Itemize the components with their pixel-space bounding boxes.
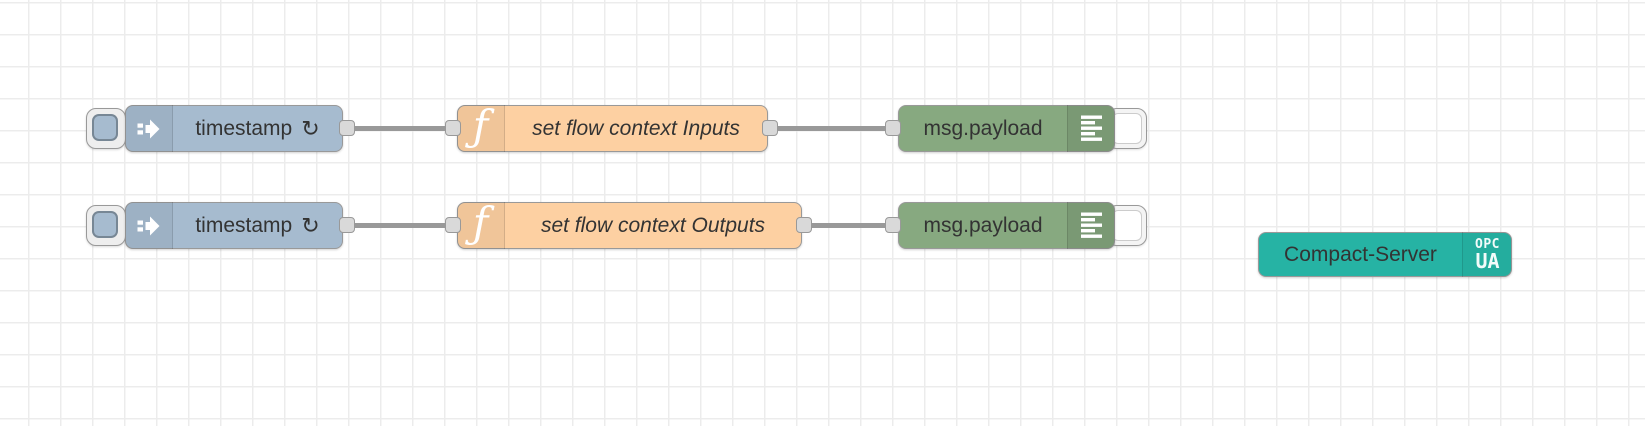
wire-inject2-function2[interactable] — [347, 223, 453, 228]
inject-arrow-icon — [125, 105, 173, 152]
debug2-input-port[interactable] — [885, 217, 901, 233]
function-node-body[interactable]: ƒ set flow context Outputs — [457, 201, 802, 249]
repeat-interval-icon: ↻ — [301, 212, 320, 238]
inject-node-label: timestamp↻ — [195, 115, 320, 141]
inject-trigger-button-face — [92, 114, 118, 141]
function2-input-port[interactable] — [445, 217, 461, 233]
opcua-server-node-label: Compact-Server — [1284, 242, 1437, 266]
function-node-label: set flow context Inputs — [532, 116, 740, 140]
inject-node-label: timestamp↻ — [195, 212, 320, 238]
inject-node-body[interactable]: timestamp↻ — [125, 105, 343, 152]
inject-node-body[interactable]: timestamp↻ — [125, 202, 343, 249]
debug-node-body[interactable]: msg.payload — [898, 105, 1115, 152]
debug-node-label: msg.payload — [923, 116, 1043, 140]
inject-arrow-icon — [125, 202, 173, 249]
function-icon: ƒ — [457, 201, 505, 249]
opcua-server-node-body[interactable]: Compact-Server OPC UA — [1258, 232, 1512, 277]
inject-trigger-button[interactable] — [86, 205, 126, 246]
function-icon: ƒ — [457, 104, 505, 152]
debug-output-lines-icon — [1067, 202, 1115, 249]
wire-function1-debug1[interactable] — [770, 126, 893, 131]
debug1-input-port[interactable] — [885, 120, 901, 136]
debug-node-body[interactable]: msg.payload — [898, 202, 1115, 249]
wire-function2-debug2[interactable] — [804, 223, 893, 228]
debug-enable-toggle-face — [1112, 113, 1142, 144]
function-node-label: set flow context Outputs — [540, 213, 766, 237]
function2-output-port[interactable] — [796, 217, 812, 233]
debug-output-lines-icon — [1067, 105, 1115, 152]
function-node-body[interactable]: ƒ set flow context Inputs — [457, 104, 768, 152]
inject-trigger-button-face — [92, 211, 118, 238]
inject2-output-port[interactable] — [339, 217, 355, 233]
function1-output-port[interactable] — [762, 120, 778, 136]
inject-trigger-button[interactable] — [86, 108, 126, 149]
repeat-interval-icon: ↻ — [301, 115, 320, 141]
function1-input-port[interactable] — [445, 120, 461, 136]
wire-inject1-function1[interactable] — [347, 126, 453, 131]
debug-node-label: msg.payload — [923, 213, 1043, 237]
opcua-logo-icon: OPC UA — [1462, 232, 1512, 277]
debug-enable-toggle-face — [1112, 210, 1142, 241]
inject1-output-port[interactable] — [339, 120, 355, 136]
